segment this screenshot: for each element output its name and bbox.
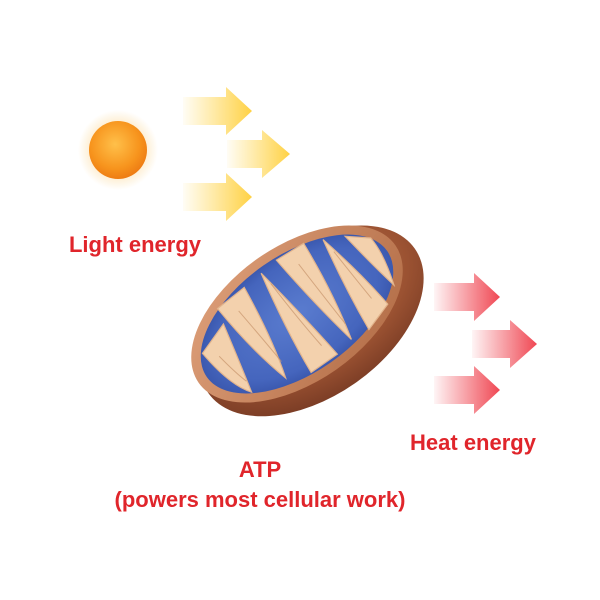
- heat-arrows: [434, 273, 537, 414]
- arrow-right-icon: [183, 173, 252, 221]
- light-arrows: [183, 87, 290, 221]
- arrow-right-icon: [434, 273, 500, 321]
- atp-label: ATP (powers most cellular work): [90, 455, 430, 515]
- light-energy-label: Light energy: [68, 232, 201, 257]
- arrow-right-icon: [472, 320, 537, 368]
- arrow-right-icon: [434, 366, 500, 414]
- mitochondrion-icon: [191, 225, 424, 417]
- atp-subtitle: (powers most cellular work): [114, 487, 406, 512]
- sun-icon: [78, 110, 158, 190]
- arrow-right-icon: [227, 130, 290, 178]
- arrow-right-icon: [183, 87, 252, 135]
- heat-energy-label: Heat energy: [410, 430, 536, 455]
- atp-title: ATP: [238, 457, 282, 482]
